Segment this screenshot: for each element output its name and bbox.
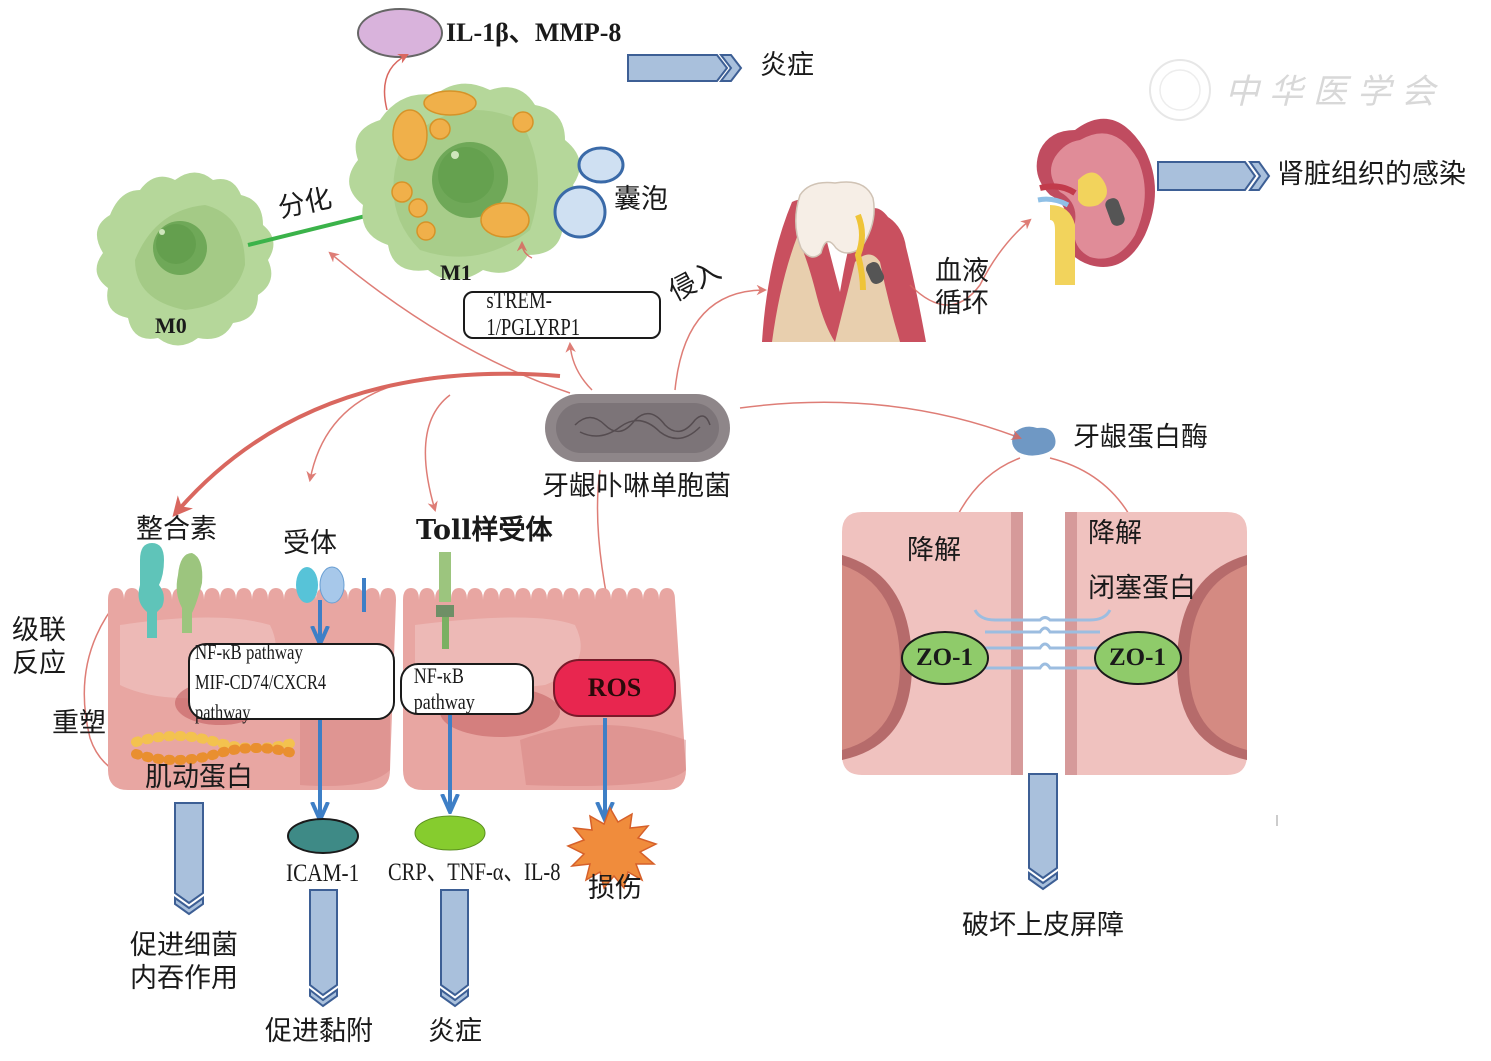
zo1-right-ellipse [1094,631,1182,685]
degrade-right-label: 降解 [1088,518,1142,549]
icam1-ellipse [287,818,359,854]
m1-secretion-arrow [383,54,409,111]
damage-label: 损伤 [588,873,642,904]
phagocytosis-outcome-line1: 促进细菌 [130,930,238,961]
integrin-label: 整合素 [136,514,217,545]
vesicle-label: 囊泡 [614,184,668,215]
degrade-left-label: 降解 [907,535,961,566]
differentiation-arrow [247,206,386,247]
zo1-right-label: ZO-1 [1109,644,1166,671]
bacterium-label: 牙龈卟啉单胞菌 [542,471,731,502]
blood-circulation-label-line1: 血液 [935,256,989,287]
nfkb-pathway-label-left: NF-κB pathway [195,639,303,664]
il1b-mmp8-label: IL-1β、MMP-8 [446,18,622,47]
arrow-to-gingipain [739,401,1022,440]
actin-filament-icon [131,731,301,765]
arrow-to-m1-left [328,251,571,394]
phagocytosis-outcome-line2: 内吞作用 [130,963,238,994]
damage-starburst-icon [566,806,658,890]
macrophage-m1-icon [349,83,580,280]
watermark-text: 中华医学会 [1225,72,1445,112]
receptor-icon [296,566,366,612]
receptor-label: 受体 [283,528,337,559]
arrow-to-receptor [306,374,471,483]
strem-pglyrp1-box: sTREM-1/PGLYRP1 [463,288,661,341]
watermark-seal-icon [1149,59,1211,121]
cascade-label-line2: 反应 [12,648,66,679]
actin-label: 肌动蛋白 [145,762,253,793]
nfkb-pathway-box-right: NF-κB pathway [400,663,534,715]
zo1-left-ellipse [901,631,989,685]
integrin-icon [138,543,203,638]
gingipain-icon [1012,426,1056,456]
crp-tnf-il8-label: CRP、TNF-α、IL-8 [388,859,561,886]
macrophage-m0-icon [96,172,274,346]
arrow-to-strem [565,341,593,391]
remodel-label: 重塑 [52,708,106,739]
barrier-disruption-label: 破坏上皮屏障 [962,910,1124,941]
flow-arrow-adhesion [309,889,338,1008]
blood-circulation-label-line2: 循环 [935,288,989,319]
strem-pglyrp1-label: sTREM-1/PGLYRP1 [486,288,581,341]
occludin-label: 闭塞蛋白 [1088,573,1196,604]
porphyromonas-gingivalis-icon [545,394,730,462]
kidney-infection-flow-arrow [1157,161,1271,191]
inflammation-flow-arrow-top [627,54,743,82]
ros-box: ROS [553,659,676,717]
m0-label: M0 [155,313,187,338]
arrow-to-tlr [424,394,451,513]
gingipain-label: 牙龈蛋白酶 [1073,422,1208,453]
kidney-icon [1036,118,1155,285]
occludin-strands-icon [973,609,1112,670]
icam1-label: ICAM-1 [286,860,360,887]
m1-label: M1 [440,260,472,285]
toll-like-receptor-icon [436,552,454,649]
inflammation-label-top: 炎症 [760,50,814,81]
il1b-mmp8-ellipse [357,8,443,58]
arrow-to-integrin [172,371,561,518]
nfkb-mif-pathway-box: NF-κB pathway MIF-CD74/CXCR4 pathway [188,640,395,724]
kidney-infection-label: 肾脏组织的感染 [1277,159,1466,190]
cascade-label-line1: 级联 [12,615,66,646]
flow-arrow-barrier [1028,773,1058,891]
mif-cd74-cxcr4-pathway-label: MIF-CD74/CXCR4 pathway [195,669,327,724]
inflammation-label-bottom: 炎症 [428,1016,482,1047]
flow-arrow-inflammation-bottom [440,889,469,1008]
flow-arrow-phagocytosis [174,802,204,916]
nfkb-pathway-label-right: NF-κB pathway [413,663,475,714]
periodontitis-tooth-icon [762,181,926,342]
adhesion-outcome-label: 促进黏附 [265,1016,373,1047]
cytokines-ellipse [414,815,486,851]
arrow-blood-circulation [909,218,1032,306]
ros-label: ROS [587,673,642,702]
tlr-label: Toll样受体 [416,515,553,546]
vesicles-icon [553,146,625,239]
arrow-strem-to-m1 [516,240,533,259]
arrow-invasion [674,284,768,391]
zo1-left-label: ZO-1 [916,644,973,671]
